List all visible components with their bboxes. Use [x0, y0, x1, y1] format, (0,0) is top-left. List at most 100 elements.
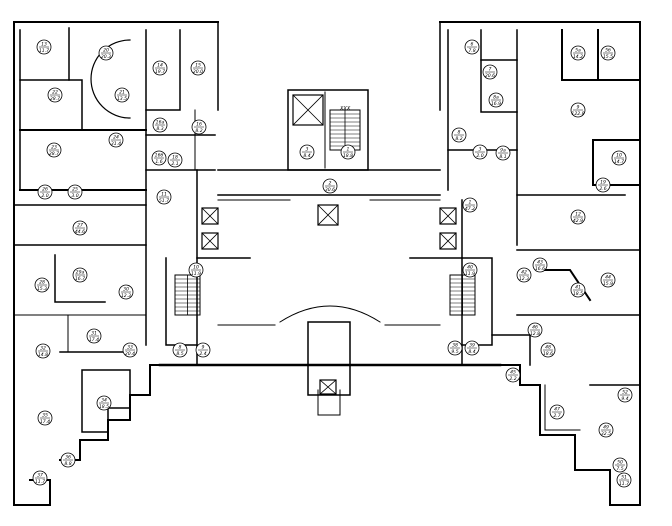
- room-area: 2.2: [509, 376, 516, 382]
- room-area: 8.4: [468, 349, 475, 355]
- room-number: 20: [103, 48, 109, 54]
- room-area: 2.7: [553, 413, 560, 419]
- room-area: 9.5: [451, 349, 458, 355]
- room-tag: 192.6: [595, 177, 611, 193]
- elevator-icon: [439, 207, 457, 225]
- room-tag: 507.5: [612, 457, 628, 473]
- room-number: 8a: [493, 95, 499, 101]
- room-tag: 398.4: [464, 340, 480, 356]
- room-number: 19: [600, 180, 606, 186]
- room-tag: 389.5: [447, 340, 463, 356]
- wall: [592, 139, 641, 186]
- elevator-icon: [439, 232, 457, 250]
- room-number: 36: [65, 455, 71, 461]
- room-number: 16: [196, 122, 202, 128]
- room-number: 12: [575, 212, 581, 218]
- room-area: 11.9: [465, 271, 475, 277]
- room-tag: 147.2: [462, 197, 478, 213]
- room-number: 10: [193, 265, 199, 271]
- room-number: 26: [42, 187, 48, 193]
- room-area: 8.2: [455, 136, 462, 142]
- wall: [491, 334, 531, 366]
- room-number: 16a: [156, 120, 165, 126]
- wall: [145, 29, 181, 111]
- wall: [307, 321, 351, 396]
- room-tag: 9a8.1: [495, 145, 511, 161]
- room-tag: 230.6: [322, 178, 338, 194]
- room-number: 47: [554, 407, 560, 413]
- room-area: 20.4: [125, 351, 135, 357]
- room-tag: 452.2: [505, 367, 521, 383]
- wall: [480, 29, 518, 113]
- room-number: 5a: [575, 48, 581, 54]
- room-area: 1.6: [155, 159, 162, 165]
- room-tag: 720.6: [482, 64, 498, 80]
- room-area: 2.4: [199, 351, 206, 357]
- room-number: 52: [622, 390, 628, 396]
- room-area: 51.7: [159, 198, 169, 204]
- room-area: 15.5: [603, 54, 613, 60]
- wall: [59, 364, 161, 461]
- room-area: 30.6: [325, 187, 335, 193]
- elevator-icon: [292, 94, 324, 126]
- room-number: 34: [101, 398, 107, 404]
- room-number: 32: [40, 346, 46, 352]
- room-number: 30: [123, 287, 129, 293]
- wall: [279, 305, 381, 323]
- room-area: 32.5: [601, 431, 611, 437]
- room-number: 22: [52, 90, 58, 96]
- room-number: 8: [179, 345, 182, 351]
- room-area: 16.6: [535, 266, 545, 272]
- room-number: 15: [195, 63, 201, 69]
- room-area: 20.3: [101, 54, 111, 60]
- room-number: 29a: [76, 270, 85, 276]
- room-number: 49: [603, 425, 609, 431]
- fixtures: [90, 39, 476, 395]
- room-area: 11.7: [35, 479, 45, 485]
- room-number: 9a: [500, 148, 506, 154]
- wall: [165, 257, 198, 346]
- room-tag: 32.0: [472, 144, 488, 160]
- room-tag: 253.0: [67, 184, 83, 200]
- room-tag: 262.0: [37, 184, 53, 200]
- elevator-icon: [201, 232, 219, 250]
- room-area: 122.8: [571, 111, 584, 117]
- room-tag: 529.4: [617, 387, 633, 403]
- room-number: 9: [577, 105, 580, 111]
- room-area: 15.9: [603, 281, 613, 287]
- room-area: 8.1: [499, 154, 506, 160]
- room-area: 2.0: [476, 153, 483, 159]
- room-area: 18.6: [543, 351, 553, 357]
- room-area: 14.8: [38, 352, 48, 358]
- room-number: 50: [617, 460, 623, 466]
- curved-wall: [90, 39, 131, 119]
- wall: [439, 21, 641, 506]
- room-number: 7: [489, 67, 492, 73]
- room-number: 9: [202, 345, 205, 351]
- room-number: 21: [119, 90, 125, 96]
- room-number: 37: [37, 473, 43, 479]
- room-area: 20.6: [485, 73, 495, 79]
- room-area: 18.5: [99, 404, 109, 410]
- room-number: 25: [72, 187, 78, 193]
- room-number: 11: [161, 192, 167, 198]
- room-number: 6: [471, 42, 474, 48]
